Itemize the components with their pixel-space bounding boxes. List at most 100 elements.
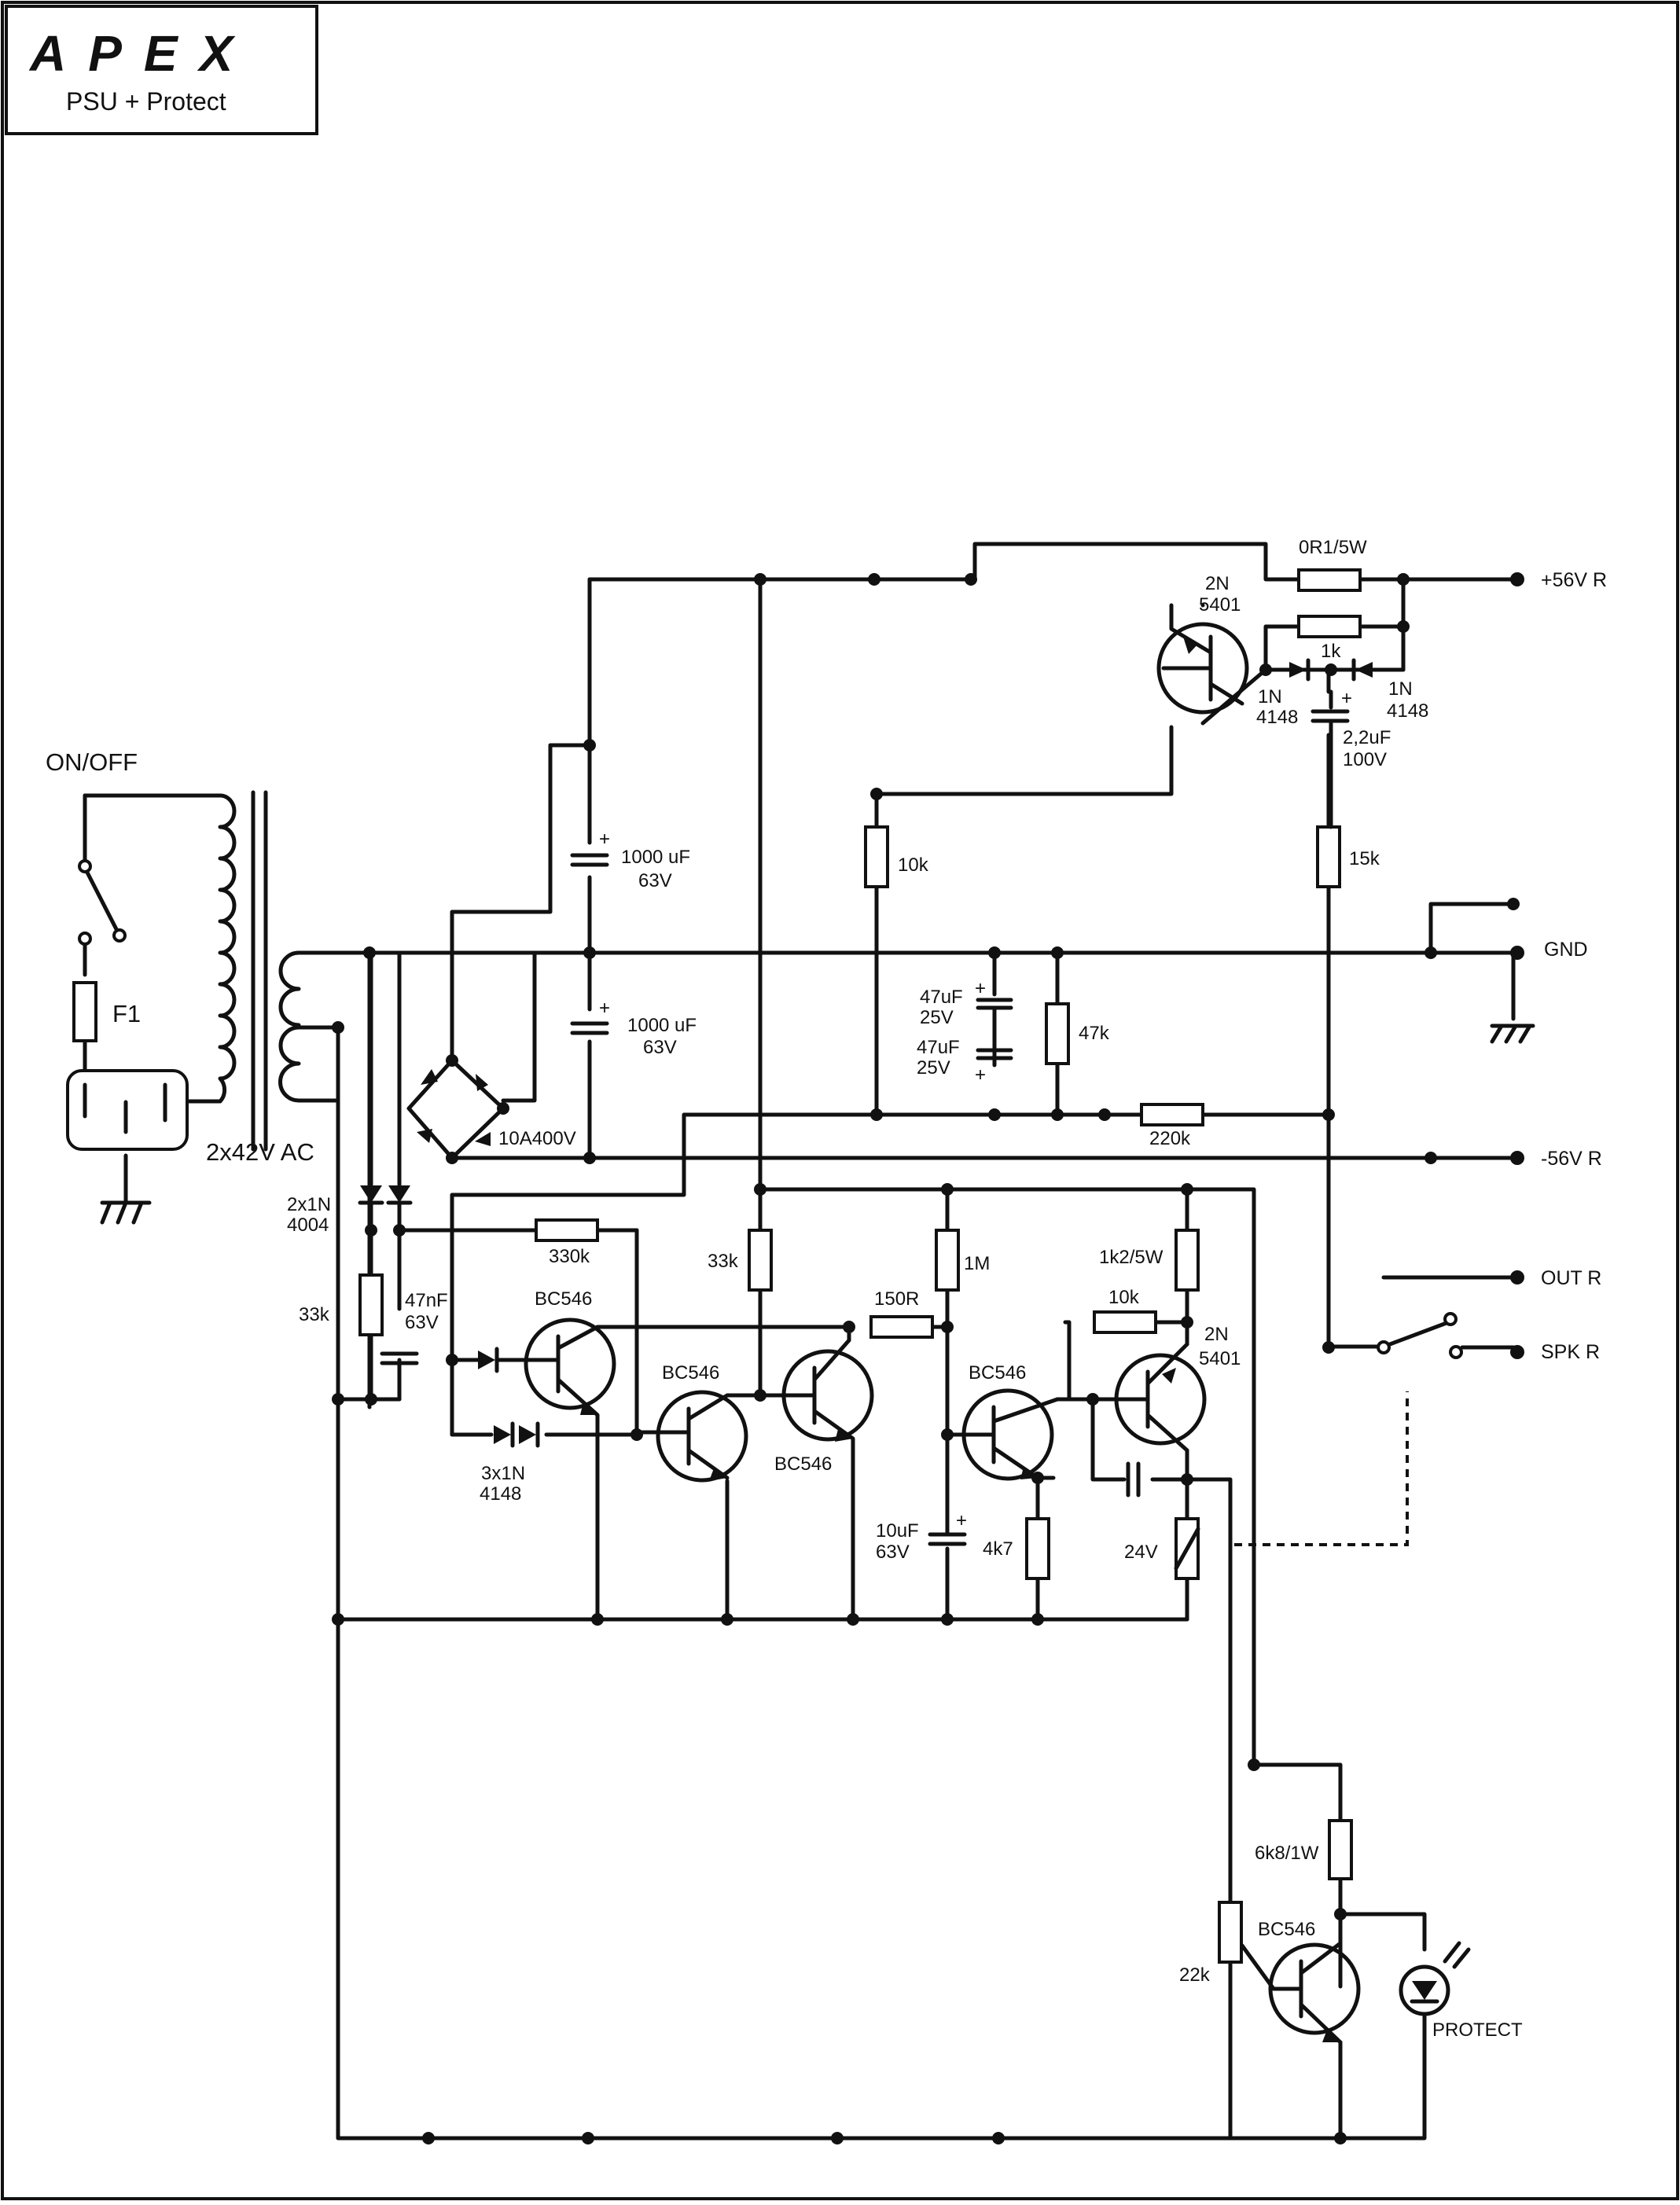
diodes-4004: [358, 1185, 413, 1205]
label-r-330k: 330k: [549, 1246, 590, 1267]
label-r-33k-left: 33k: [299, 1304, 330, 1325]
transistor-q2-bc546: [634, 1390, 763, 1483]
transistor-q4-bc546: [961, 1388, 1060, 1481]
label-transformer: 2x42V AC: [206, 1138, 314, 1166]
bridge-rectifier: [406, 1058, 505, 1160]
transistor-2n5401-lower: [1094, 1342, 1207, 1453]
capacitor-10uf: +: [928, 1510, 967, 1546]
label-c-22-v: 100V: [1343, 749, 1387, 770]
fuse-f1: [72, 981, 97, 1042]
label-c-47a-v: 25V: [920, 1007, 954, 1028]
label-r-1m: 1M: [964, 1253, 990, 1274]
label-q-top-b: 5401: [1199, 594, 1241, 616]
label-d-right-b: 4148: [1387, 700, 1428, 722]
resistor-47k: [1045, 1002, 1070, 1065]
label-r-33k-mid: 33k: [708, 1251, 739, 1272]
terminal-gnd: GND: [1544, 939, 1588, 961]
resistor-150r: [869, 1315, 934, 1339]
label-r-10k-top: 10k: [898, 854, 929, 876]
terminal-spk: SPK R: [1541, 1341, 1600, 1363]
resistor-4k7: [1025, 1517, 1050, 1580]
resistor-33k-mid: [748, 1229, 773, 1292]
label-r-1k2: 1k2/5W: [1099, 1247, 1164, 1268]
label-fuse: F1: [112, 1000, 141, 1027]
label-q3: BC546: [774, 1453, 832, 1475]
relay-coil-24v: [1174, 1517, 1200, 1580]
svg-text:+: +: [975, 1064, 986, 1086]
label-c-10u-val: 10uF: [876, 1520, 919, 1542]
svg-text:+: +: [1341, 688, 1352, 709]
logo-box: [5, 5, 318, 135]
resistor-33k-left: [358, 1273, 384, 1336]
label-on-off: ON/OFF: [46, 748, 138, 776]
label-r-10k-mid: 10k: [1108, 1287, 1140, 1308]
socket-pins: [83, 1082, 167, 1134]
relay-mechanical-link: [1234, 1391, 1409, 1546]
resistor-15k: [1316, 825, 1341, 888]
label-q2: BC546: [662, 1362, 719, 1384]
label-c-main-bot-val: 1000 uF: [627, 1015, 697, 1036]
svg-text:+: +: [599, 998, 610, 1019]
terminal-minus56: -56V R: [1541, 1148, 1602, 1170]
resistor-330k: [535, 1218, 599, 1242]
wiring: [83, 542, 1516, 2141]
logo-brand: APEX: [28, 25, 255, 82]
label-d-4004-b: 4004: [287, 1215, 329, 1236]
label-d-right-a: 1N: [1388, 678, 1413, 700]
label-c-47b-v: 25V: [917, 1057, 950, 1079]
label-q6: BC546: [1258, 1919, 1315, 1940]
label-r-1k: 1k: [1321, 641, 1341, 662]
logo-block: APEX PSU + Protect: [5, 5, 318, 135]
label-q5-a: 2N: [1204, 1324, 1229, 1345]
label-d-3x-b: 4148: [480, 1483, 521, 1505]
label-r-15k: 15k: [1349, 848, 1380, 869]
logo-subtitle: PSU + Protect: [66, 87, 226, 116]
label-q1: BC546: [535, 1288, 592, 1310]
label-bridge: 10A400V: [498, 1128, 576, 1149]
resistor-1k2: [1175, 1229, 1200, 1292]
ground-symbol-left: [100, 1200, 152, 1225]
terminal-out: OUT R: [1541, 1267, 1601, 1289]
label-c-47a-val: 47uF: [920, 987, 963, 1008]
label-d-left-b: 4148: [1256, 707, 1298, 728]
capacitor-main-top: +: [570, 829, 610, 867]
resistor-10k-mid: [1093, 1310, 1157, 1334]
label-r-150r: 150R: [874, 1288, 919, 1310]
transistor-q6-bc546: [1240, 1941, 1361, 2045]
diode-q1-base: [450, 1347, 529, 1373]
label-q-top-a: 2N: [1205, 573, 1230, 594]
resistor-6k8: [1328, 1819, 1353, 1880]
capacitor-2-2uf: +: [1311, 688, 1352, 829]
switch-contact-mid: [78, 932, 92, 946]
resistor-0r1: [1297, 568, 1362, 592]
capacitor-main-bottom: +: [570, 998, 610, 1035]
transistor-q3-bc546: [781, 1338, 874, 1450]
svg-text:+: +: [975, 978, 986, 999]
transistor-q1-bc546: [524, 1317, 616, 1437]
transformer-core: [251, 790, 268, 1152]
label-c-10u-v: 63V: [876, 1542, 910, 1563]
label-c-main-bot-v: 63V: [643, 1037, 677, 1058]
capacitor-47uf-pair: + +: [975, 978, 1013, 1086]
switch-contact-side: [112, 928, 127, 943]
label-d-left-a: 1N: [1258, 686, 1282, 707]
label-d-3x-a: 3x1N: [481, 1463, 525, 1484]
capacitor-feedback-small: [1126, 1461, 1141, 1498]
transistor-2n5401-top: [1156, 603, 1249, 715]
led-protect: [1399, 1941, 1471, 2016]
svg-text:+: +: [956, 1510, 967, 1531]
terminal-dots: [1510, 572, 1524, 1359]
svg-text:+: +: [599, 829, 610, 850]
label-relay: 24V: [1124, 1542, 1158, 1563]
label-r-220k: 220k: [1149, 1128, 1191, 1149]
transformer-secondary: [278, 950, 301, 1103]
diodes-3x4148: [494, 1421, 540, 1448]
resistor-10k-top: [864, 825, 889, 888]
resistor-1m: [935, 1229, 960, 1292]
junctions: [332, 573, 1520, 2144]
transformer-primary: [218, 793, 237, 1104]
resistor-220k: [1140, 1103, 1204, 1126]
label-q5-b: 5401: [1199, 1348, 1241, 1369]
